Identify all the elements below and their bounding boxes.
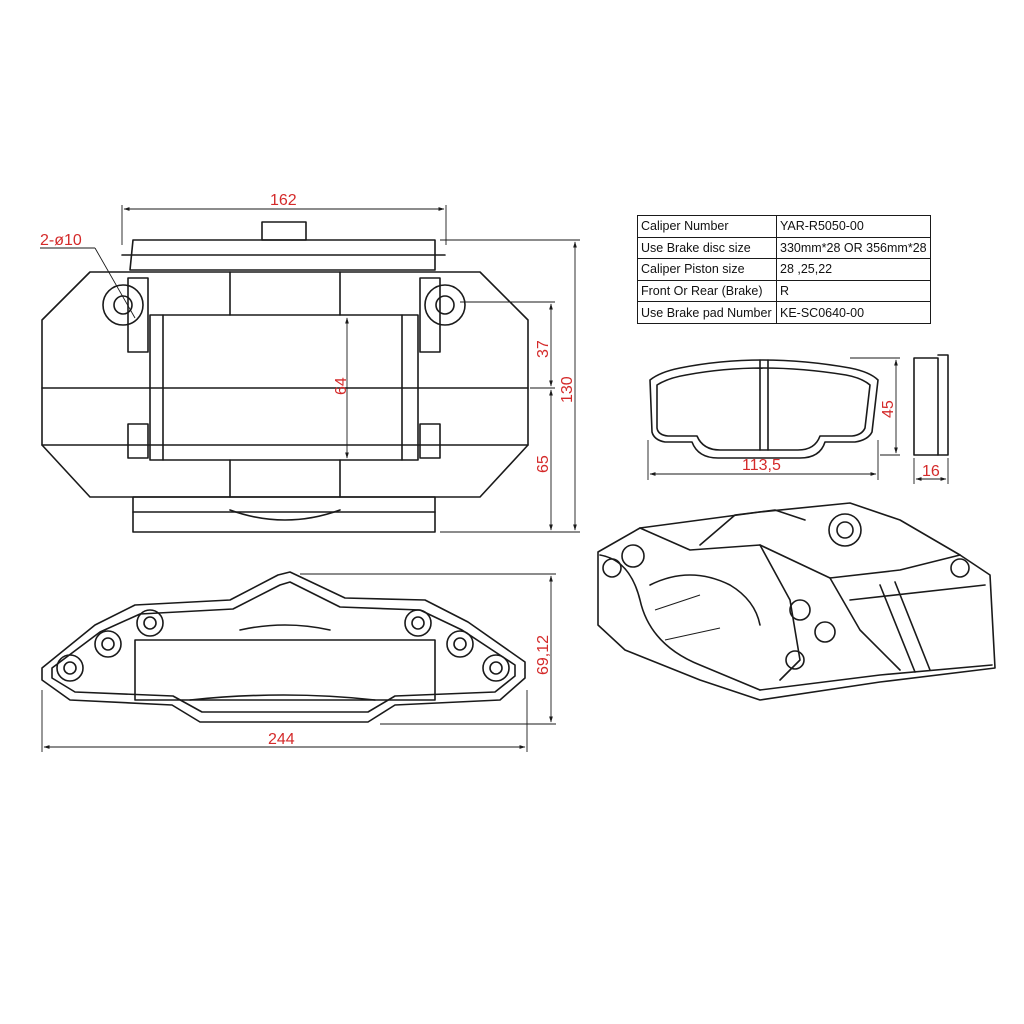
brake-pad-front-view bbox=[649, 359, 879, 459]
dim-pad-thickness: 16 bbox=[922, 463, 940, 480]
dim-pad-height: 45 bbox=[880, 400, 897, 418]
dim-overall-height: 130 bbox=[559, 376, 576, 403]
dim-pad-width: 113,5 bbox=[742, 457, 781, 474]
spec-label: Caliper Number bbox=[637, 215, 777, 238]
dim-side-width: 244 bbox=[268, 731, 295, 748]
spec-value: 28 ,25,22 bbox=[776, 258, 931, 281]
dim-mount-holes: 2-ø10 bbox=[40, 232, 82, 249]
caliper-side-view bbox=[41, 571, 526, 723]
spec-value: 330mm*28 OR 356mm*28 bbox=[776, 236, 931, 260]
spec-row: Caliper Number YAR-R5050-00 bbox=[637, 215, 931, 238]
spec-label: Caliper Piston size bbox=[637, 258, 777, 281]
spec-row: Caliper Piston size 28 ,25,22 bbox=[637, 258, 931, 281]
spec-label: Use Brake disc size bbox=[637, 236, 777, 260]
brake-pad-side-view bbox=[913, 354, 949, 456]
top-view-dimensions bbox=[40, 205, 580, 533]
dim-offset-bottom: 65 bbox=[535, 455, 552, 473]
spec-value: YAR-R5050-00 bbox=[776, 215, 931, 238]
side-view-dimensions bbox=[41, 573, 556, 752]
spec-row: Use Brake disc size 330mm*28 OR 356mm*28 bbox=[637, 236, 931, 260]
spec-label: Use Brake pad Number bbox=[637, 301, 777, 324]
spec-value: KE-SC0640-00 bbox=[776, 301, 931, 324]
dim-offset-top: 37 bbox=[535, 340, 552, 358]
caliper-top-view bbox=[41, 221, 529, 533]
caliper-isometric-view bbox=[597, 502, 996, 701]
spec-value: R bbox=[776, 279, 931, 303]
caliper-spec-table: Caliper Number YAR-R5050-00 Use Brake di… bbox=[637, 215, 931, 324]
spec-row: Use Brake pad Number KE-SC0640-00 bbox=[637, 301, 931, 324]
dim-side-height: 69,12 bbox=[535, 635, 552, 675]
spec-label: Front Or Rear (Brake) bbox=[637, 279, 777, 303]
pad-dimensions bbox=[647, 357, 949, 484]
dim-top-width: 162 bbox=[270, 192, 297, 209]
dim-inner-height: 64 bbox=[333, 377, 350, 395]
spec-row: Front Or Rear (Brake) R bbox=[637, 279, 931, 303]
